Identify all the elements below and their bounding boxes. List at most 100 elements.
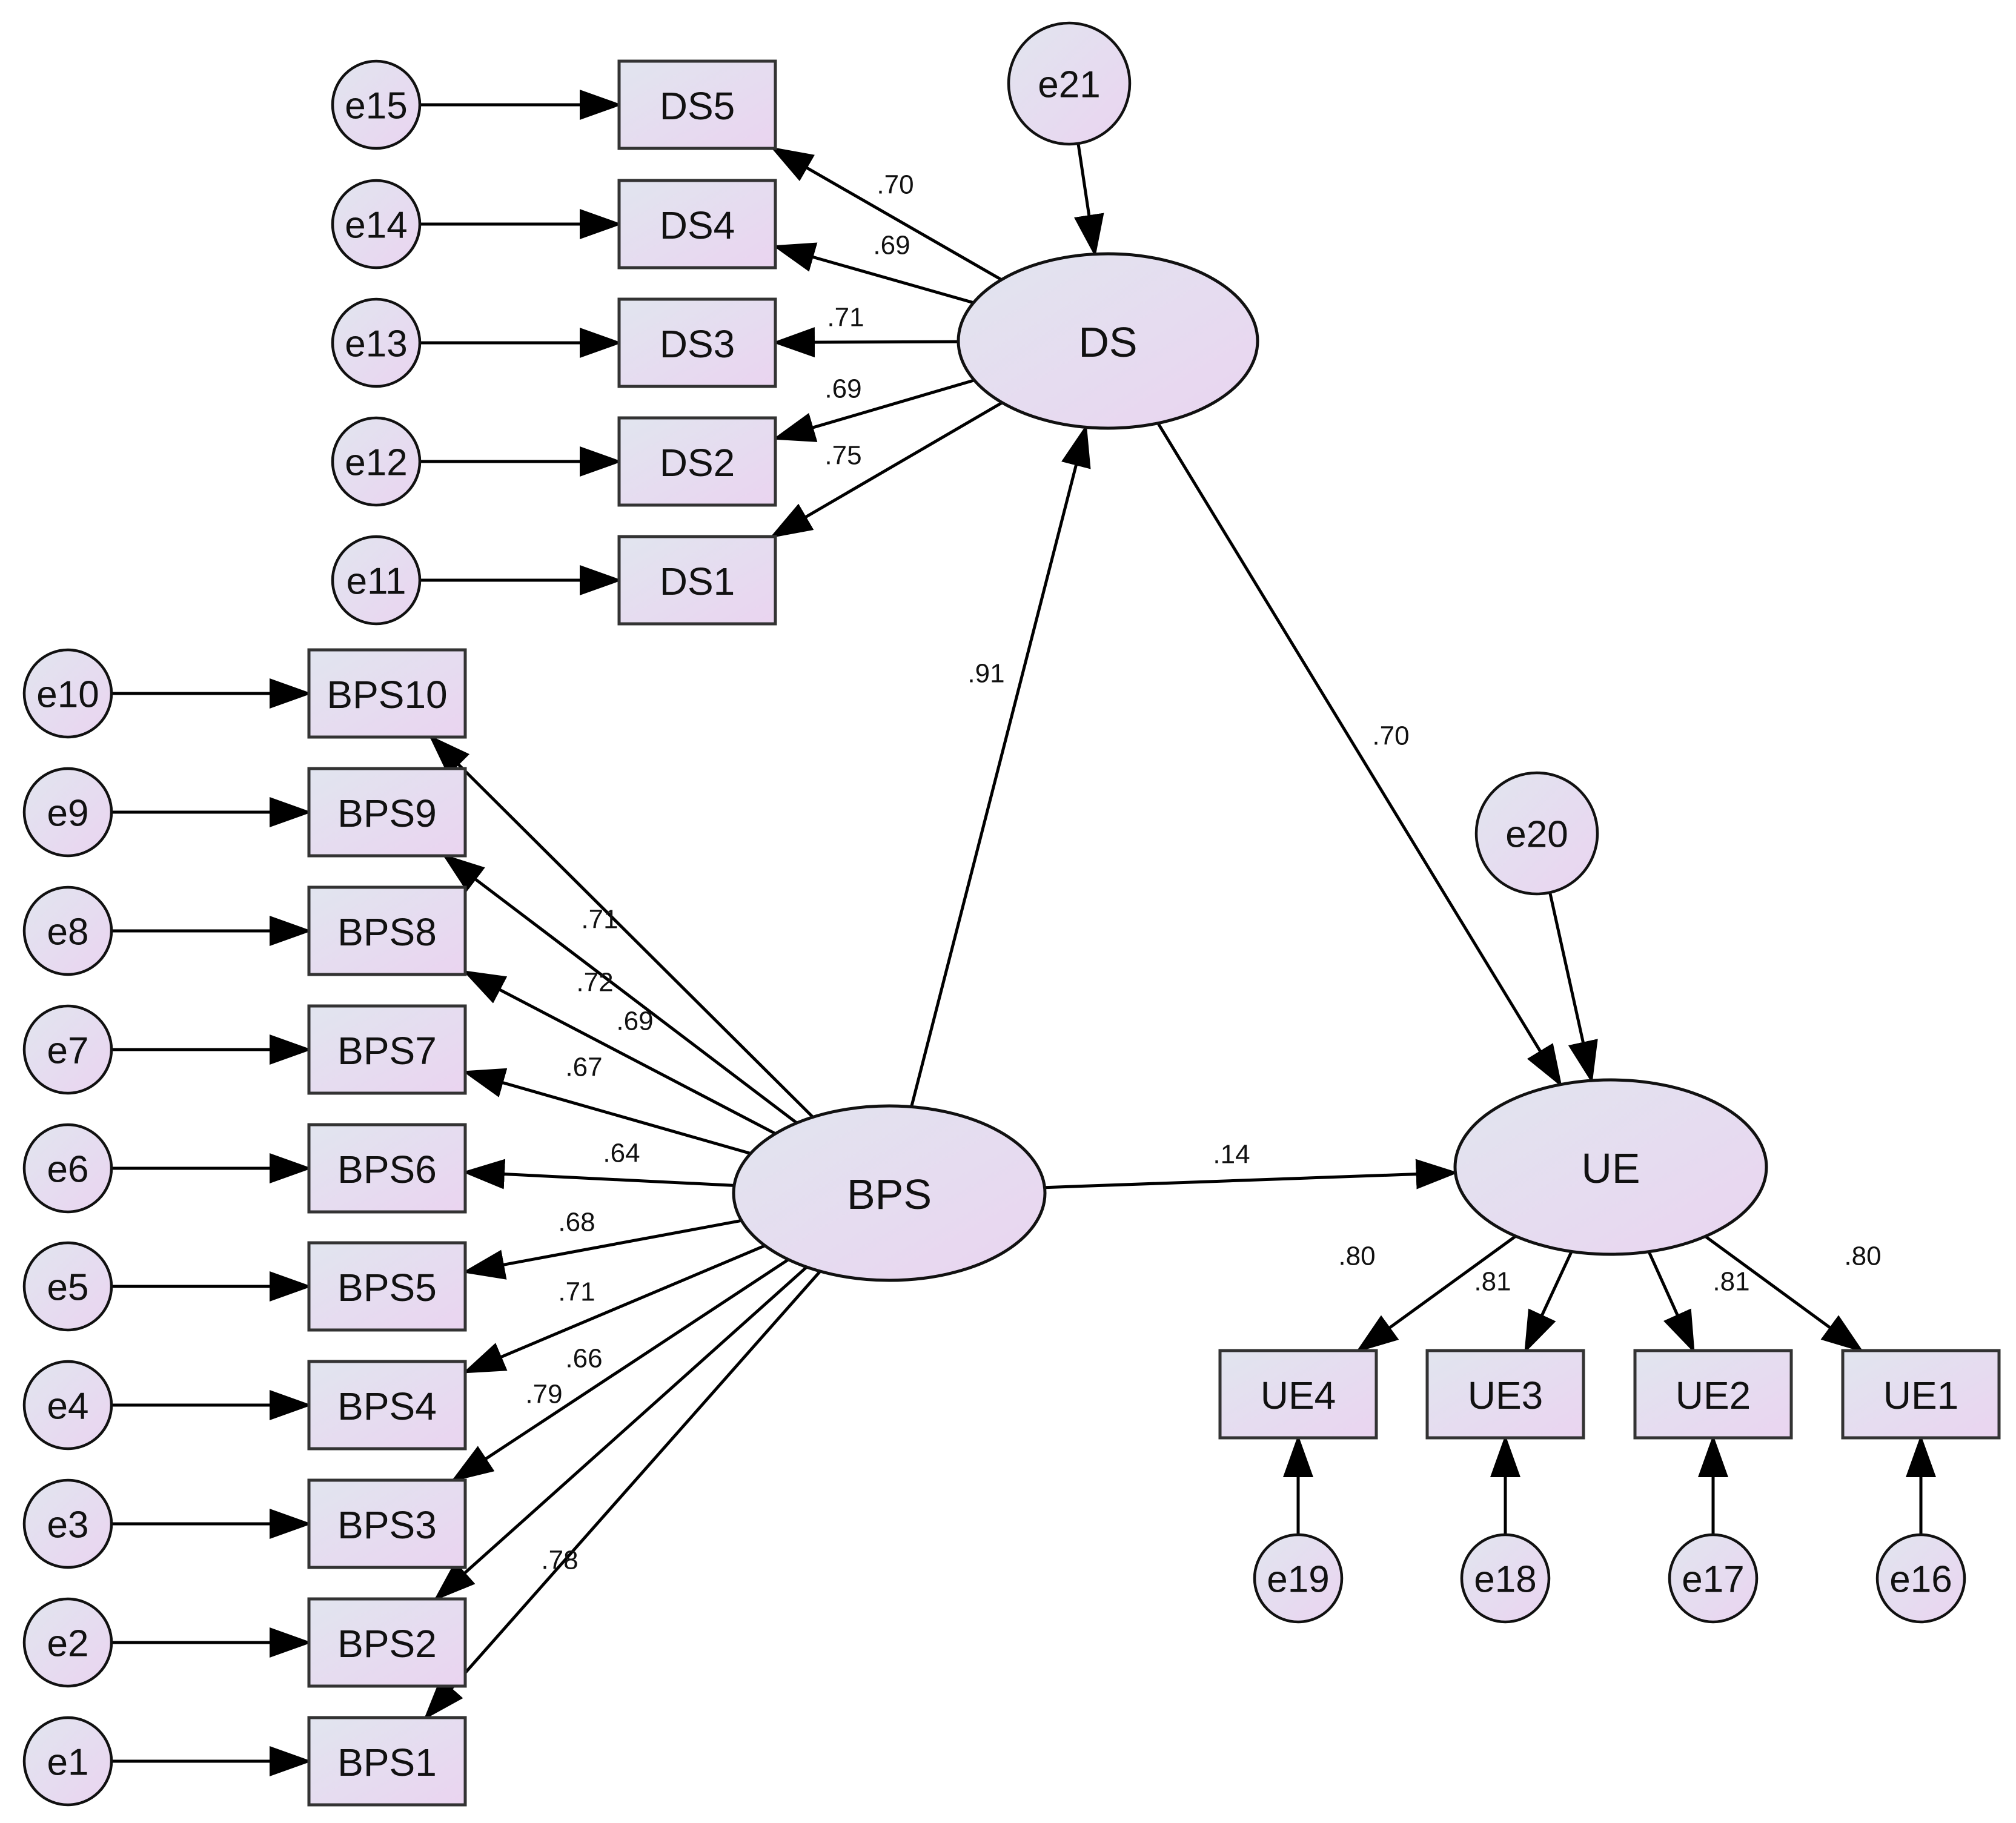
indicator-box-BPS5: [307, 1241, 467, 1332]
error-term-e11: [331, 535, 422, 626]
indicator-box-UE1: [1841, 1349, 2001, 1440]
error-term-e5: [22, 1241, 113, 1332]
indicator-box-BPS7: [307, 1004, 467, 1095]
indicator-box-UE2: [1633, 1349, 1793, 1440]
error-term-e10: [22, 648, 113, 739]
latent-label-BPS: BPS: [847, 1171, 932, 1218]
path-arrow-BPS-BPS6: [462, 1159, 735, 1189]
indicator-label-UE3: UE3: [1468, 1374, 1544, 1417]
error-label-e11: e11: [346, 561, 406, 603]
indicator-box-DS5: [617, 59, 777, 150]
path-arrow-BPS-BPS2: [433, 1266, 808, 1601]
path-arrow-BPS-BPS8: [462, 970, 777, 1136]
coefficient-BPS-BPS4: .71: [558, 1277, 595, 1307]
indicator-label-DS3: DS3: [660, 322, 735, 366]
coefficient-UE-UE4: .80: [1338, 1242, 1375, 1271]
path-arrow-UE-UE1: [1704, 1235, 1864, 1352]
coefficient-UE-UE1: .80: [1844, 1242, 1881, 1271]
error-label-e8: e8: [47, 912, 89, 953]
latent-ellipse-UE: [1453, 1078, 1768, 1256]
latent-ellipse-DS: [957, 252, 1259, 430]
indicator-label-BPS9: BPS9: [337, 792, 437, 835]
latent-label-UE: UE: [1581, 1145, 1640, 1192]
coefficient-BPS-BPS6: .64: [603, 1139, 640, 1168]
path-arrow-BPS-BPS4: [462, 1244, 766, 1374]
coefficient-DS-DS4: .69: [873, 231, 910, 260]
indicator-label-BPS7: BPS7: [337, 1029, 437, 1073]
path-arrow-DS-DS5: [770, 147, 1003, 282]
indicator-box-BPS2: [307, 1597, 467, 1688]
path-arrow-DS-DS4: [772, 242, 974, 305]
coefficient-BPS-BPS2: .79: [525, 1380, 562, 1409]
indicator-box-DS4: [617, 179, 777, 270]
latent-ellipse-BPS: [732, 1104, 1047, 1282]
path-arrow-BPS-BPS10: [428, 735, 814, 1119]
indicator-box-BPS4: [307, 1360, 467, 1451]
error-label-e3: e3: [47, 1504, 89, 1546]
indicator-label-BPS1: BPS1: [337, 1741, 437, 1784]
error-label-e1: e1: [47, 1742, 89, 1784]
coefficient-BPS-UE: .14: [1213, 1140, 1250, 1170]
error-term-e8: [22, 885, 113, 976]
error-term-e6: [22, 1123, 113, 1214]
path-arrow-BPS-BPS5: [462, 1219, 742, 1280]
error-label-e7: e7: [47, 1030, 89, 1072]
coefficient-BPS-BPS10: .71: [581, 905, 618, 935]
indicator-label-BPS3: BPS3: [337, 1503, 437, 1547]
error-term-e2: [22, 1597, 113, 1688]
error-term-e7: [22, 1004, 113, 1095]
latent-label-DS: DS: [1078, 319, 1137, 366]
error-term-e1: [22, 1716, 113, 1807]
error-term-e12: [331, 416, 422, 507]
error-arrow-e20-UE: [1548, 892, 1598, 1084]
coefficient-BPS-BPS1: .78: [541, 1546, 578, 1575]
indicator-box-DS2: [617, 416, 777, 507]
error-term-e16: [1875, 1533, 1966, 1624]
indicator-label-DS4: DS4: [660, 203, 735, 247]
path-arrow-UE-UE3: [1524, 1251, 1573, 1354]
error-label-e20: e20: [1505, 814, 1568, 856]
indicator-label-BPS8: BPS8: [337, 910, 437, 954]
coefficient-BPS-BPS9: .72: [576, 968, 613, 998]
error-label-e21: e21: [1038, 64, 1100, 106]
error-label-e10: e10: [36, 674, 99, 716]
coefficient-BPS-BPS3: .66: [565, 1344, 602, 1374]
error-term-e15: [331, 59, 422, 150]
path-arrow-BPS-BPS3: [451, 1258, 789, 1482]
coefficient-UE-UE3: .81: [1474, 1267, 1511, 1297]
error-label-e5: e5: [47, 1267, 89, 1309]
path-arrow-UE-UE4: [1356, 1235, 1517, 1352]
path-arrow-UE-UE2: [1647, 1251, 1695, 1354]
error-term-e19: [1253, 1533, 1344, 1624]
indicator-label-BPS4: BPS4: [337, 1385, 437, 1428]
edges-layer: [111, 90, 1936, 1776]
error-label-e2: e2: [47, 1623, 89, 1665]
indicator-label-DS2: DS2: [660, 441, 735, 485]
indicator-label-BPS6: BPS6: [337, 1148, 437, 1191]
coefficient-BPS-BPS5: .68: [558, 1208, 595, 1237]
coefficient-DS-DS2: .69: [824, 374, 861, 404]
path-arrow-BPS-BPS1: [423, 1270, 821, 1720]
error-label-e13: e13: [345, 323, 407, 365]
path-arrow-DS-DS1: [769, 401, 1003, 538]
indicator-box-DS3: [617, 297, 777, 388]
labels-layer: .70.69.71.69.75.71.72.69.67.64.68.71.66.…: [36, 64, 1958, 1785]
error-term-e18: [1460, 1533, 1551, 1624]
path-arrow-BPS-BPS7: [462, 1068, 751, 1155]
error-term-e20: [1474, 771, 1599, 896]
path-arrow-DS-DS2: [772, 379, 975, 442]
coefficient-DS-UE: .70: [1372, 721, 1409, 751]
indicator-label-BPS2: BPS2: [337, 1622, 437, 1666]
path-arrow-BPS-DS: [910, 424, 1091, 1108]
error-term-e4: [22, 1360, 113, 1451]
error-term-e9: [22, 767, 113, 858]
path-arrow-BPS-BPS9: [442, 853, 798, 1125]
error-label-e18: e18: [1474, 1559, 1536, 1601]
indicator-label-BPS5: BPS5: [337, 1266, 437, 1309]
indicator-box-BPS6: [307, 1123, 467, 1214]
indicator-box-BPS9: [307, 767, 467, 858]
error-label-e19: e19: [1267, 1559, 1329, 1601]
error-term-e3: [22, 1478, 113, 1569]
coefficient-DS-DS5: .70: [877, 170, 913, 200]
coefficient-BPS-DS: .91: [967, 659, 1004, 689]
